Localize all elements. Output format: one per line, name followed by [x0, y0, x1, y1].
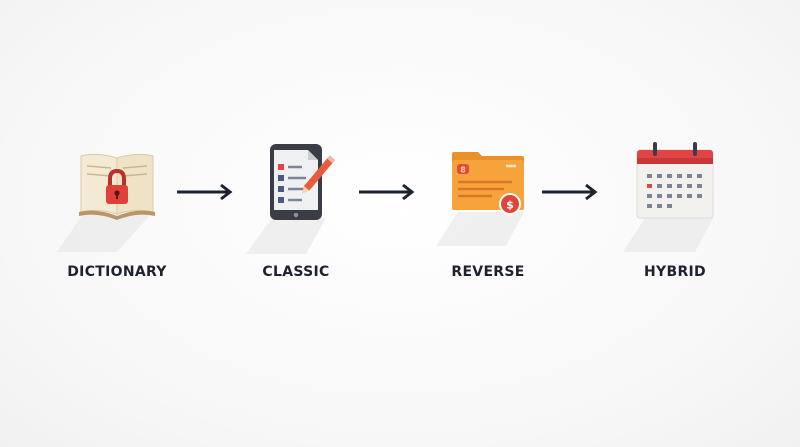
- arrow-right-icon: [175, 182, 235, 202]
- step-label: HYBRID: [644, 264, 706, 280]
- step-label: REVERSE: [451, 264, 525, 280]
- calendar-icon: [623, 142, 715, 252]
- step-label: CLASSIC: [262, 264, 330, 280]
- arrow-right-icon: [357, 182, 417, 202]
- tablet-checklist-icon: [246, 142, 336, 254]
- step-label: DICTIONARY: [67, 264, 167, 280]
- folder-dollar-icon: 8 $: [436, 142, 528, 246]
- svg-text:$: $: [506, 199, 514, 212]
- locked-book-icon: [57, 142, 157, 252]
- arrow-right-icon: [540, 182, 600, 202]
- svg-text:8: 8: [460, 166, 466, 175]
